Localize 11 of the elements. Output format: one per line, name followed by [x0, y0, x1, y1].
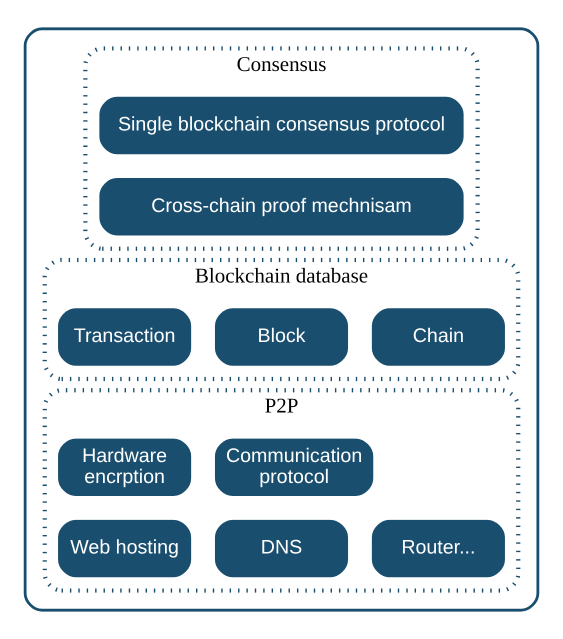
node-box: Single blockchain consensus protocol: [99, 96, 464, 154]
node-box: Web hosting: [58, 520, 192, 578]
node-box: Transaction: [58, 308, 192, 366]
node-box: Block: [214, 308, 348, 366]
node-box: Cross-chain proof mechnisam: [99, 178, 464, 236]
node-box: Hardware encrption: [58, 438, 192, 496]
node-box: Chain: [372, 308, 505, 366]
node-box: DNS: [214, 520, 348, 578]
cluster: [24, 27, 540, 612]
node-box: Router...: [372, 520, 505, 578]
node-box: Communication protocol: [214, 438, 374, 496]
